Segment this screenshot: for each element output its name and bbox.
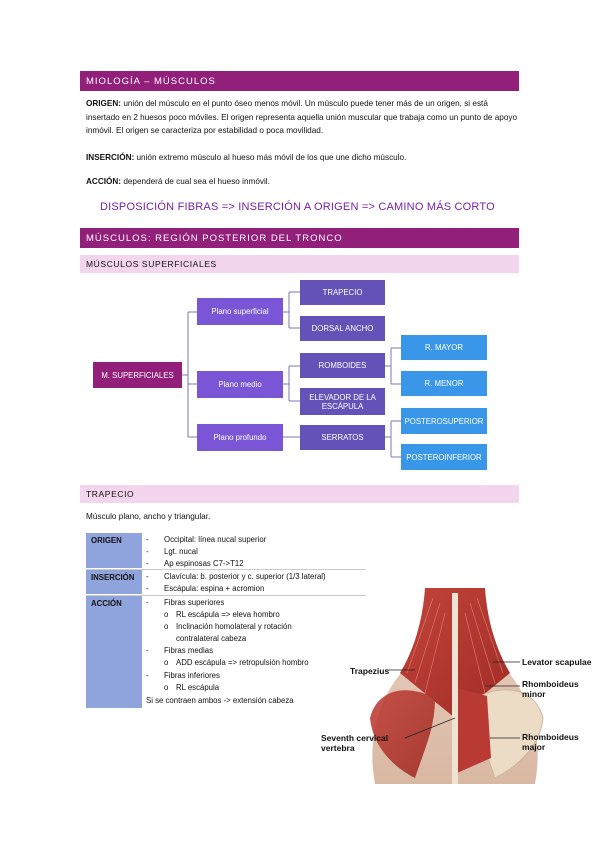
section-header-miologia: MIOLOGÍA – MÚSCULOS [80,71,519,91]
bullet: o [164,683,169,692]
subheader-text: TRAPECIO [86,489,135,499]
subheader-musculos-superficiales: MÚSCULOS SUPERFICIALES [80,255,519,273]
node-romboides: ROMBOIDES [300,353,385,378]
cell: contralateral cabeza [176,634,247,643]
node-plano-medio: Plano medio [197,371,283,398]
table-divider [86,569,366,570]
dash: - [146,547,149,556]
table-row: - Escápula: espina + acromion [146,583,264,595]
header-text: MÚSCULOS: REGIÓN POSTERIOR DEL TRONCO [86,232,343,244]
subheader-trapecio: TRAPECIO [80,485,519,503]
cell: Fibras inferiores [164,671,220,680]
label-line: major [522,742,546,752]
cell: Fibras superiores [164,598,225,607]
cell: RL escápula [176,683,220,692]
cell: Fibras medias [164,646,213,655]
table-row: - Fibras medias [146,645,213,657]
dash: - [146,559,149,568]
node-posteroinferior: POSTEROINFERIOR [401,444,487,470]
cell: Ap espinosas C7->T12 [164,559,244,568]
table-row: o RL escápula [146,682,219,694]
cell: Inclinación homolateral y rotación [176,622,292,631]
table-label-insercion: INSERCIÓN [86,570,142,594]
cell: ADD escápula => retropulsión hombro [176,658,309,667]
table-row: Si se contraen ambos -> extensión cabeza [146,695,294,707]
label-line: minor [522,689,546,699]
table-row: contralateral cabeza [176,633,246,645]
node-dorsal-ancho: DORSAL ANCHO [300,316,385,341]
header-text: MIOLOGÍA – MÚSCULOS [86,75,216,87]
dash: - [146,598,149,607]
table-row: - Lgt. nucal [146,546,198,558]
label-line: Seventh cervical [321,733,389,743]
node-r-menor: R. MENOR [401,371,487,396]
dash: - [146,646,149,655]
node-m-superficiales: M. SUPERFICIALES [93,362,182,388]
cell: Lgt. nucal [164,547,198,556]
table-row: - Fibras inferiores [146,670,220,682]
accion-text: dependerá de cual sea el hueso inmóvil. [123,177,270,186]
table-row: - Ap espinosas C7->T12 [146,558,244,570]
slogan: DISPOSICIÓN FIBRAS => INSERCIÓN A ORIGEN… [100,201,495,213]
bullet: o [164,658,169,667]
label-line: Rhomboideus [522,732,579,742]
node-plano-superficial: Plano superficial [197,298,283,325]
insercion-label: INSERCIÓN: [86,153,135,162]
origen-label: ORIGEN: [86,99,122,108]
node-serratos: SERRATOS [300,425,385,450]
bullet: o [164,610,169,619]
dash: - [146,671,149,680]
table-label-origen: ORIGEN [86,533,142,568]
origen-text: unión del músculo en el punto óseo menos… [86,99,518,135]
cell: Si se contraen ambos -> extensión cabeza [146,696,294,705]
trapecio-description: Músculo plano, ancho y triangular. [86,512,211,521]
section-header-region-posterior: MÚSCULOS: REGIÓN POSTERIOR DEL TRONCO [80,228,519,248]
table-label-accion: ACCIÓN [86,596,142,708]
accion-paragraph: ACCIÓN: dependerá de cual sea el hueso i… [86,175,518,189]
label-line: vertebra [321,743,355,753]
node-elevador-escapula: ELEVADOR DE LA ESCÁPULA [300,388,385,415]
table-row: o ADD escápula => retropulsión hombro [146,657,309,669]
node-posterosuperior: POSTEROSUPERIOR [401,408,487,434]
node-r-mayor: R. MAYOR [401,335,487,360]
node-plano-profundo: Plano profundo [197,424,283,451]
cell: Clavícula: b. posterior y c. superior (1… [164,572,326,581]
table-row: - Clavícula: b. posterior y c. superior (… [146,571,326,583]
dash: - [146,584,149,593]
label-trapezius: Trapezius [350,666,390,676]
cell: RL escápula => eleva hombro [176,610,280,619]
insercion-paragraph: INSERCIÓN: unión extremo músculo al hues… [86,151,518,165]
bullet: o [164,622,169,631]
accion-label: ACCIÓN: [86,177,122,186]
label-line: Rhomboideus [522,679,579,689]
table-row: - Occipital: línea nucal superior [146,534,266,546]
table-row: o RL escápula => eleva hombro [146,609,280,621]
back-muscles-illustration [370,588,544,784]
label-levator-scapulae: Levator scapulae [522,657,592,667]
table-row: o Inclinación homolateral y rotación [146,621,292,633]
table-row: - Fibras superiores [146,597,224,609]
table-divider [86,595,366,596]
origen-paragraph: ORIGEN: unión del músculo en el punto ós… [86,97,518,138]
cell: Escápula: espina + acromion [164,584,265,593]
dash: - [146,572,149,581]
subheader-text: MÚSCULOS SUPERFICIALES [86,259,217,269]
node-trapecio: TRAPECIO [300,280,385,305]
insercion-text: unión extremo músculo al hueso más móvil… [136,153,407,162]
dash: - [146,535,149,544]
cell: Occipital: línea nucal superior [164,535,267,544]
